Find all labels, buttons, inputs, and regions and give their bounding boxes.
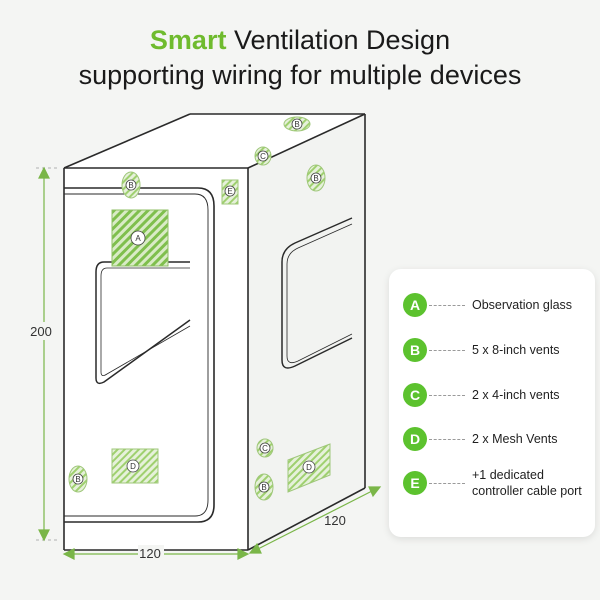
marker-d-front: D — [130, 462, 136, 471]
marker-c-top: C — [260, 152, 266, 161]
marker-b-side-top: B — [313, 174, 318, 183]
marker-b-side-bottom: B — [261, 483, 266, 492]
depth-label: 120 — [324, 513, 346, 528]
legend-badge-d: D — [403, 427, 427, 451]
title-rest: Ventilation Design — [226, 25, 451, 55]
dimension-lines — [36, 166, 382, 560]
legend-item-c: C 2 x 4-inch vents — [389, 375, 595, 415]
legend-item-d: D 2 x Mesh Vents — [389, 419, 595, 459]
legend-panel: A Observation glass B 5 x 8-inch vents C… — [389, 269, 595, 537]
legend-dash — [429, 439, 465, 440]
legend-badge-c: C — [403, 383, 427, 407]
width-label: 120 — [139, 546, 161, 561]
legend-dash — [429, 305, 465, 306]
legend-dash — [429, 350, 465, 351]
legend-label-c: 2 x 4-inch vents — [472, 388, 560, 402]
marker-b-front-bottom: B — [75, 475, 80, 484]
legend-dash — [429, 483, 465, 484]
legend-dash — [429, 395, 465, 396]
marker-c-bottom: C — [262, 444, 268, 453]
marker-d-side: D — [306, 463, 312, 472]
dimension-labels: 200 120 120 — [27, 322, 346, 563]
legend-item-a: A Observation glass — [389, 285, 595, 325]
legend-item-b: B 5 x 8-inch vents — [389, 330, 595, 370]
title-accent: Smart — [149, 25, 227, 55]
legend-label-d: 2 x Mesh Vents — [472, 432, 558, 446]
legend-badge-b: B — [403, 338, 427, 362]
marker-b-front-top: B — [128, 181, 133, 190]
marker-a: A — [135, 234, 141, 243]
legend-label-b: 5 x 8-inch vents — [472, 343, 560, 357]
page-title: Smart Ventilation Design — [0, 24, 600, 56]
height-label: 200 — [30, 324, 52, 339]
side-window-zipper — [281, 217, 353, 369]
page-subtitle: supporting wiring for multiple devices — [78, 60, 522, 90]
legend-badge-e: E — [403, 471, 427, 495]
marker-b-top: B — [294, 120, 299, 129]
legend-badge-a: A — [403, 293, 427, 317]
marker-e: E — [227, 187, 232, 196]
legend-label-e: +1 dedicated controller cable port — [472, 468, 582, 498]
legend-label-a: Observation glass — [472, 298, 573, 312]
legend-item-e: E +1 dedicated controller cable port — [389, 463, 595, 503]
marker-labels: A B B B B B C C D D E — [72, 118, 322, 493]
front-door-zipper — [64, 187, 215, 523]
